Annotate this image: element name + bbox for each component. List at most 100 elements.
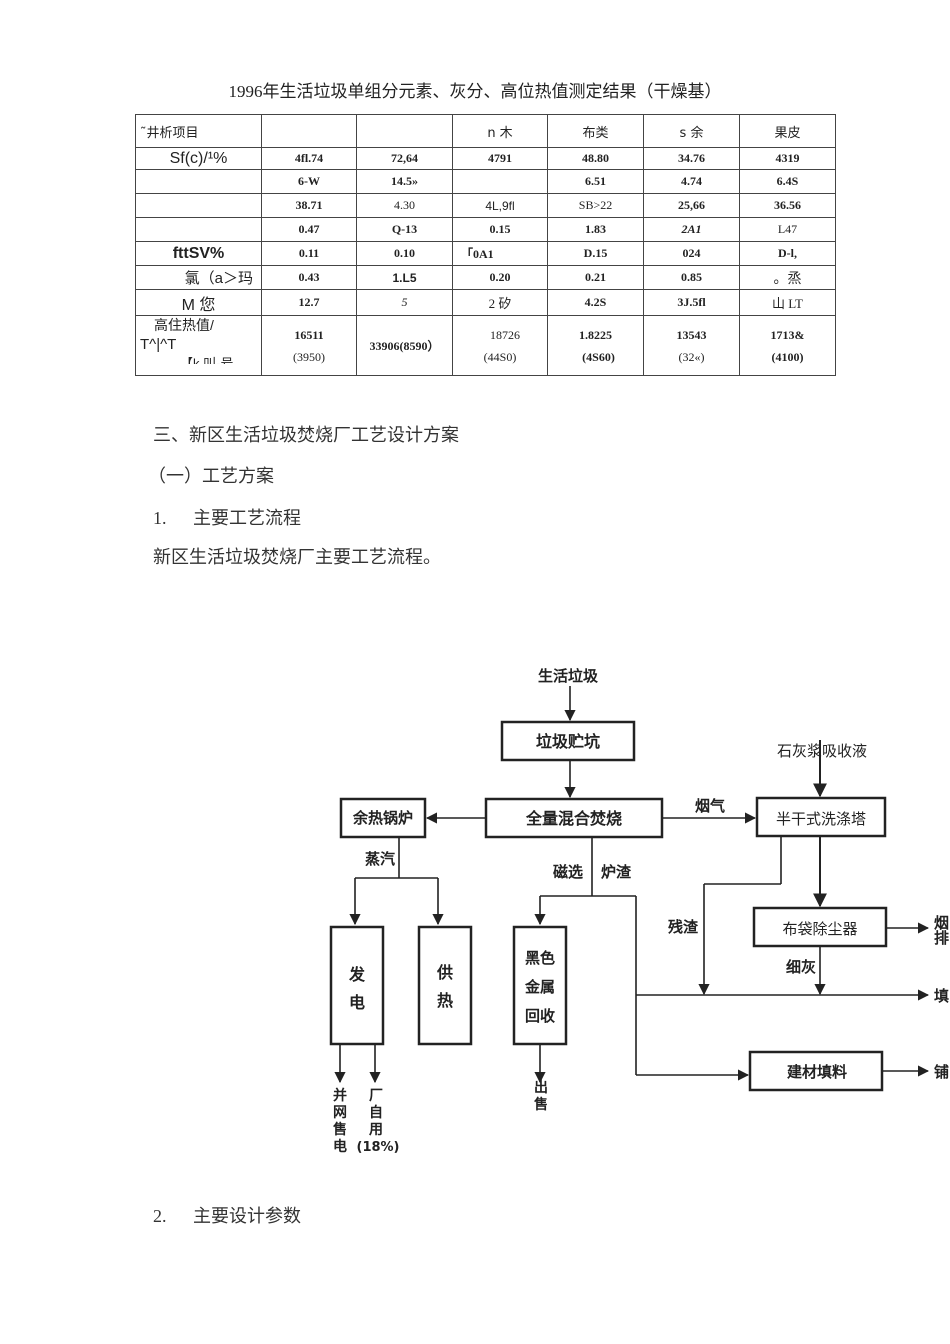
list-title: 主要工艺流程 xyxy=(193,508,301,529)
cell-top: 13543 xyxy=(676,327,707,342)
table-cell: 16511 (3950) xyxy=(261,315,357,376)
label-building-material: 建材填料 xyxy=(787,1063,847,1081)
label-input-waste: 生活垃圾 xyxy=(538,667,599,685)
process-flow-diagram: 生活垃圾 垃圾贮坑 全量混合焚烧 余热锅炉 烟气 石灰浆吸收液 半干式洗涤塔 蒸… xyxy=(329,667,949,1155)
table-cell: 4.74 xyxy=(643,169,740,194)
subsection-heading: （一）工艺方案 xyxy=(148,466,274,487)
label-power-1: 发 xyxy=(348,965,366,984)
table-cell: 1.8225 (4S60) xyxy=(547,315,644,376)
table-row: 38.71 4.30 4L,9fl SB>22 25,66 36.56 xyxy=(135,193,836,218)
power-box xyxy=(329,925,385,1046)
table-row: 0.47 Q-13 0.15 1.83 2A1 L47 xyxy=(135,217,836,242)
table-cell: 34.76 xyxy=(643,147,740,170)
table-cell xyxy=(452,169,548,194)
table-cell: 25,66 xyxy=(643,193,740,218)
list-item-1: 1. 主要工艺流程 xyxy=(153,504,301,530)
header-cell: n 木 xyxy=(452,114,548,148)
row-label: Sf(c)/¹% xyxy=(135,147,262,170)
label-landfill: 填 xyxy=(934,987,949,1005)
table-cell: 0.10 xyxy=(356,241,453,266)
table-row: fttSV% 0.11 0.10 「0A1 D.15 024 D-l, xyxy=(135,241,836,266)
table-row: 6-W 14.5» 6.51 4.74 6.4S xyxy=(135,169,836,194)
label-self-1: 厂 xyxy=(369,1088,383,1104)
table-cell: 14.5» xyxy=(356,169,453,194)
list-number: 2. xyxy=(153,1206,167,1226)
label-grid-2: 网 xyxy=(333,1105,347,1121)
label-heat-1: 供 xyxy=(436,963,453,982)
paragraph: 新区生活垃圾焚烧厂主要工艺流程。 xyxy=(153,547,441,568)
label-sell-1: 出 xyxy=(534,1079,548,1096)
label-residue: 残渣 xyxy=(668,918,699,936)
table-cell: 3J.5fl xyxy=(643,289,740,316)
label-metal-3: 回收 xyxy=(525,1007,555,1025)
table-cell: 48.80 xyxy=(547,147,644,170)
table-cell: 2 矽 xyxy=(452,289,548,316)
label-pit: 垃圾贮坑 xyxy=(536,732,600,751)
list-title: 主要设计参数 xyxy=(193,1206,301,1227)
table-cell: 6-W xyxy=(261,169,357,194)
table-cell: 024 xyxy=(643,241,740,266)
table-cell: 5 xyxy=(356,289,453,316)
cell-top: 1.8225 xyxy=(579,327,612,342)
cell-bottom: (44S0) xyxy=(483,349,517,364)
cell-bottom: (3950) xyxy=(293,349,325,364)
table-cell: 0.43 xyxy=(261,265,357,290)
table-cell: 13543 (32«) xyxy=(643,315,740,376)
label-metal-1: 黑色 xyxy=(525,949,555,967)
section-heading: 三、新区生活垃圾焚烧厂工艺设计方案 xyxy=(153,425,459,446)
table-row: 氯（a＞玛 0.43 1.L5 0.20 0.21 0.85 。烝 xyxy=(135,265,836,290)
label-magnetic: 磁选 xyxy=(553,863,583,881)
row-label: fttSV% xyxy=(135,241,262,266)
table-cell: 「0A1 xyxy=(452,241,548,266)
table-row-heating-value: 高住热值/ T^|^T 【k 叫-号 16511 (3950) 33906(85… xyxy=(135,315,836,376)
table-cell: 4319 xyxy=(739,147,836,170)
label-grid-4: 电 xyxy=(333,1138,347,1155)
header-cell: 布类 xyxy=(547,114,644,148)
table-cell: 1713& (4100) xyxy=(739,315,836,376)
table-cell: 1.83 xyxy=(547,217,644,242)
table-cell: SB>22 xyxy=(547,193,644,218)
table-header-row: ˜井析项目 n 木 布类 s 余 果皮 xyxy=(135,114,836,148)
table-cell: 0.20 xyxy=(452,265,548,290)
header-cell xyxy=(261,114,357,148)
table-cell: 4791 xyxy=(452,147,548,170)
cell-top: 18726 xyxy=(490,327,520,342)
label-line: T^|^T xyxy=(140,336,177,353)
pit-box xyxy=(500,720,636,762)
table-cell: 0.85 xyxy=(643,265,740,290)
table-cell: 72,64 xyxy=(356,147,453,170)
label-lime: 石灰浆吸收液 xyxy=(777,742,867,760)
table-cell: D-l, xyxy=(739,241,836,266)
label-metal-2: 金属 xyxy=(524,978,555,996)
label-scrubber: 半干式洗涤塔 xyxy=(776,810,866,828)
table-cell: 33906(8590） xyxy=(356,315,453,376)
label-grid-3: 售 xyxy=(332,1121,347,1138)
table-cell: 0.21 xyxy=(547,265,644,290)
table-cell: 0.47 xyxy=(261,217,357,242)
table-cell: 12.7 xyxy=(261,289,357,316)
table-caption: 1996年生活垃圾单组分元素、灰分、高位热值测定结果（干燥基） xyxy=(228,82,722,101)
table-cell: 6.51 xyxy=(547,169,644,194)
list-number: 1. xyxy=(153,508,167,528)
heat-box xyxy=(417,925,473,1046)
row-label xyxy=(135,217,262,242)
cell-top: 16511 xyxy=(294,327,324,342)
label-self-2: 自 xyxy=(369,1104,383,1121)
row-label: 高住热值/ T^|^T 【k 叫-号 xyxy=(135,315,262,376)
row-label xyxy=(135,169,262,194)
label-exhaust-1: 烟 xyxy=(934,914,949,932)
label-self-3: 用 xyxy=(369,1122,383,1138)
table-cell: 4.30 xyxy=(356,193,453,218)
cell-top: 33906(8590） xyxy=(369,338,440,353)
table-cell: L47 xyxy=(739,217,836,242)
header-cell: ˜井析项目 xyxy=(135,114,262,148)
label-line: 【k 叫-号 xyxy=(180,356,234,364)
table-cell: 4.2S xyxy=(547,289,644,316)
label-exhaust-2: 排 xyxy=(934,929,949,947)
label-power-2: 电 xyxy=(349,993,365,1012)
label-steam: 蒸汽 xyxy=(365,850,395,868)
table-row: Sf(c)/¹% 4fl.74 72,64 4791 48.80 34.76 4… xyxy=(135,147,836,170)
label-slag: 炉渣 xyxy=(601,863,632,881)
label-grid-1: 并 xyxy=(333,1087,347,1104)
header-cell: s 余 xyxy=(643,114,740,148)
